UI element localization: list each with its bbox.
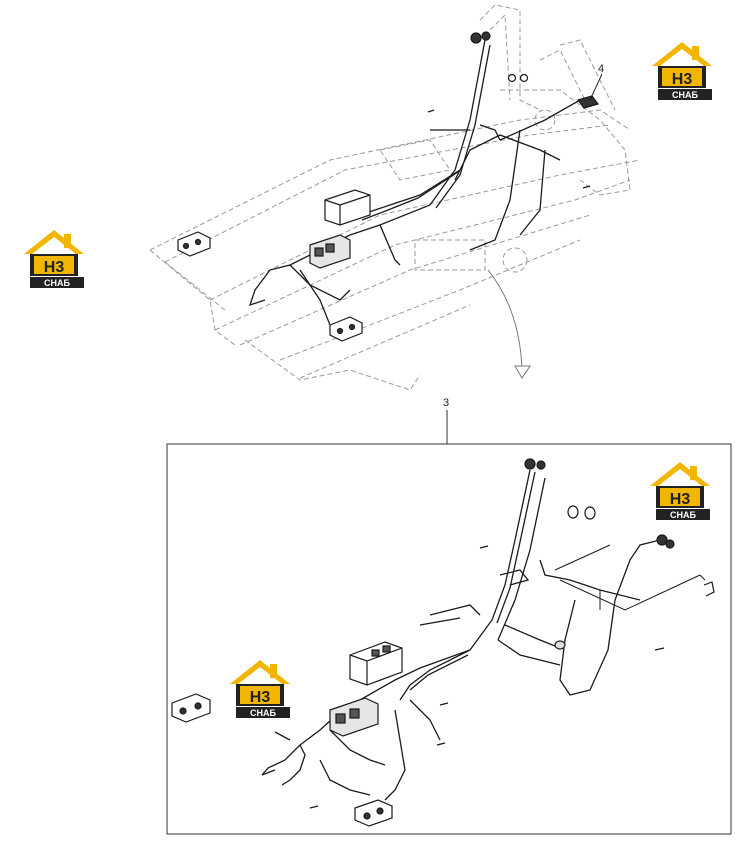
watermark-logo-top-right: H3 СНАБ <box>652 42 712 100</box>
svg-text:СНАБ: СНАБ <box>672 90 698 100</box>
watermark-logo-detail-left: H3 СНАБ <box>230 660 290 718</box>
callout-harness-detail: 3 <box>443 397 449 409</box>
callout-rear-connector: 4 <box>598 63 604 75</box>
svg-text:H3: H3 <box>672 71 693 88</box>
machine-frame-assembly <box>149 4 641 391</box>
svg-text:СНАБ: СНАБ <box>250 708 276 718</box>
detail-frame-ghost <box>554 544 706 611</box>
svg-text:СНАБ: СНАБ <box>670 510 696 520</box>
upper-components <box>177 31 600 342</box>
watermark-logo-detail-right: H3 СНАБ <box>650 462 710 520</box>
upper-wiring-harness <box>248 39 595 326</box>
svg-text:H3: H3 <box>670 491 691 508</box>
svg-text:H3: H3 <box>250 689 271 706</box>
callout-4-leader <box>589 73 603 101</box>
watermark-logo-left: H3 СНАБ <box>24 230 84 288</box>
harness-detail-frame <box>166 443 732 835</box>
svg-text:СНАБ: СНАБ <box>44 278 70 288</box>
svg-text:H3: H3 <box>44 259 65 276</box>
detail-arrow <box>487 269 531 379</box>
detail-wiring-harness <box>261 469 661 801</box>
detail-components <box>171 458 715 827</box>
